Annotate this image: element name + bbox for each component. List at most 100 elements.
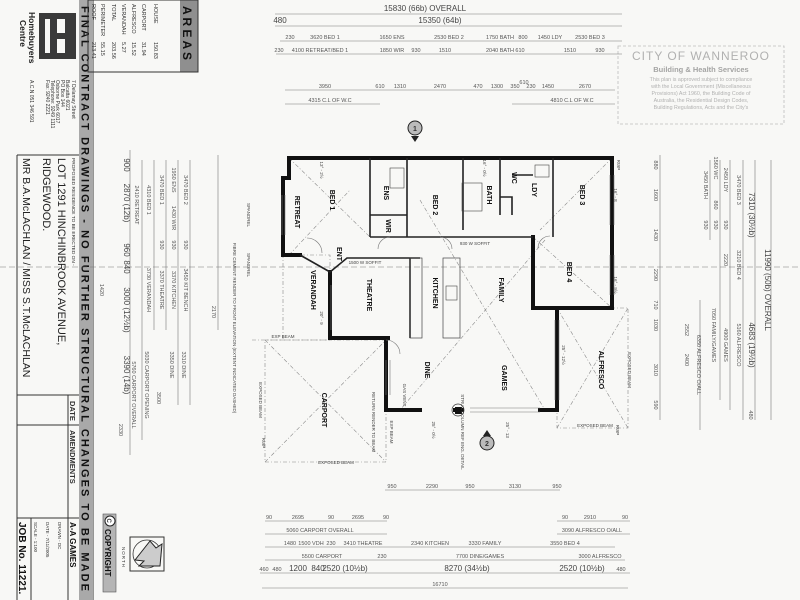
dimension-label-top: 1750 BATH xyxy=(486,35,514,41)
dimension-label-bottom: 90 xyxy=(266,515,272,521)
sink-icon xyxy=(445,285,458,301)
homebuyers-logo: Homebuyers Centre xyxy=(18,12,76,64)
dimension-label-left: 1420 xyxy=(98,284,104,296)
dimension-label-left: 3500 xyxy=(155,392,161,404)
dimension-label-bottom: 1200 xyxy=(289,564,307,573)
dimension-label-bottom: 3000 ALFRESCO xyxy=(578,554,622,560)
company-address: 7 Delamay Street Balcatta 6021 PO Box 14… xyxy=(28,80,76,129)
door-swings xyxy=(306,235,551,355)
room-label: WIR xyxy=(384,219,391,233)
address-line: Balcatta 6021 xyxy=(64,80,70,111)
amendments-header: AMENDMENTS xyxy=(68,430,77,484)
plan-note: 13° - 2½ xyxy=(319,161,325,178)
plan-note: 25° - 0½ xyxy=(431,421,437,438)
dimension-label-right: 1030 xyxy=(652,319,658,331)
drawn-by: DRAWN - DC xyxy=(57,522,62,550)
plan-note: GAS VENT xyxy=(402,384,407,407)
dimension-label-bottom: 3550 BED 4 xyxy=(550,541,580,547)
logo-line2: Centre xyxy=(18,20,28,47)
dimension-label-right: 1560 WC xyxy=(712,157,718,180)
room-label: BED 2 xyxy=(431,195,438,216)
plan-note: 16° - 9½ xyxy=(613,276,619,293)
plan-note: 20° - 9 xyxy=(319,311,324,325)
windows xyxy=(281,175,615,413)
dimension-label-top: 230 xyxy=(526,84,535,90)
dimension-label-right: 3210 BED 4 xyxy=(735,250,741,280)
dimension-label-bottom: 3410 THEATRE xyxy=(344,541,383,547)
dimension-label-bottom: 7700 DINE/GAMES xyxy=(456,554,505,560)
dimension-label-left: 960 xyxy=(122,243,131,257)
dimension-label-top: 1450 xyxy=(542,84,554,90)
dimension-lines xyxy=(0,13,800,589)
room-label: BATH xyxy=(485,186,492,205)
date-header: DATE xyxy=(68,401,77,421)
dimension-label-right: 930 xyxy=(702,220,708,229)
dimension-label-right: 6350 ALFRESCO O/ALL xyxy=(695,335,701,395)
room-label: ENS xyxy=(382,186,389,201)
dimension-label-bottom: 230 xyxy=(326,541,335,547)
copyright-symbol: C xyxy=(105,519,111,524)
client-names: MR B.A.McLACHLAN / MISS S.T.McLACHLAN xyxy=(20,158,32,377)
dimension-label-top: 2670 xyxy=(579,84,591,90)
dimension-label-top: 230 xyxy=(285,35,294,41)
room-label: THEATRE xyxy=(365,279,372,312)
plan-note: 25° - 12½ xyxy=(561,345,567,365)
dimension-label-top: 3950 xyxy=(319,84,331,90)
dimension-label-top: 2470 xyxy=(434,84,446,90)
dimension-label-top: 480 xyxy=(273,16,287,25)
address-line: Telephone: 9249 1111 xyxy=(49,80,55,129)
dimension-label-bottom: 1500 VDH xyxy=(298,541,323,547)
dimension-label-left: 840 xyxy=(122,260,131,274)
stamp-line: with the Local Government (Miscellaneous xyxy=(651,84,751,90)
floor-plan: 1 2 xyxy=(250,120,629,463)
dimension-label-bottom: 8270 (34½b) xyxy=(444,564,490,573)
drawing-date: DATE - 7/11/2005 xyxy=(45,522,50,558)
plan-note: EXP BEAM xyxy=(389,421,394,444)
dimension-label-top: 1850 WIR xyxy=(380,48,404,54)
dimension-label-top: 4315 C.L OF W.C xyxy=(308,98,351,104)
areas-label: TOTAL xyxy=(110,4,116,21)
dimension-label-bottom: 2340 KITCHEN xyxy=(411,541,449,547)
dimension-label-right: 2400 xyxy=(683,354,689,366)
plan-note: EXPOSED BEAM xyxy=(258,382,263,418)
areas-label: CARPORT xyxy=(140,4,146,31)
dimension-label-left: 3450 KIT BENCH xyxy=(182,268,188,311)
areas-value: 15.52 xyxy=(130,42,136,56)
areas-label: HOUSE xyxy=(152,4,158,24)
dimension-label-right: 860 xyxy=(712,200,718,209)
contract-banner: FINAL CONTRACT DRAWINGS - NO FURTHER STR… xyxy=(79,6,91,591)
dimension-label-right: 2220 xyxy=(722,254,728,266)
dimension-label-left: 5760 CARPORT OVERALL xyxy=(130,361,136,428)
areas-value: 31.94 xyxy=(140,42,146,56)
dimension-label-bottom: 840 xyxy=(311,564,325,573)
dimension-label-bottom: 90 xyxy=(328,515,334,521)
dimension-label-right: 590 xyxy=(652,400,658,409)
dimension-label-bottom: 460 xyxy=(259,567,268,573)
dimension-label-top: 15350 (64b) xyxy=(418,16,461,25)
dimension-label-right: 480 xyxy=(747,410,753,419)
stamp-line: This plan is approved subject to complia… xyxy=(650,77,753,83)
room-label: BED 4 xyxy=(565,262,572,283)
plan-note: SPANDREL xyxy=(246,203,251,227)
copyright-badge xyxy=(102,513,117,593)
dimension-label-right: 930 xyxy=(722,220,728,229)
areas-label: VERANDAH xyxy=(120,4,126,35)
dimension-label-left: 2330 xyxy=(117,424,123,436)
areas-value: 5.27 xyxy=(120,42,126,53)
areas-label: ALFRESCO xyxy=(130,4,136,34)
dimension-label-bottom: 90 xyxy=(562,515,568,521)
exterior-wall xyxy=(281,156,302,257)
room-label: BED 3 xyxy=(578,185,585,206)
dimension-label-left: 3370 THEATRE xyxy=(158,271,164,310)
dimension-label-bottom: 90 xyxy=(622,515,628,521)
dimension-label-bottom: 2695 xyxy=(292,515,304,521)
dimension-label-right: 7310 (30½b) xyxy=(747,192,756,238)
dimension-label-top: 1300 xyxy=(491,84,503,90)
room-label: BED 1 xyxy=(328,190,335,211)
north-arrow-icon xyxy=(129,536,165,572)
section-marker-label: 1 xyxy=(413,126,417,133)
room-label: VERANDAH xyxy=(309,270,316,310)
column-marker xyxy=(451,403,465,417)
dimension-label-left: 3470 BED 1 xyxy=(158,175,164,205)
